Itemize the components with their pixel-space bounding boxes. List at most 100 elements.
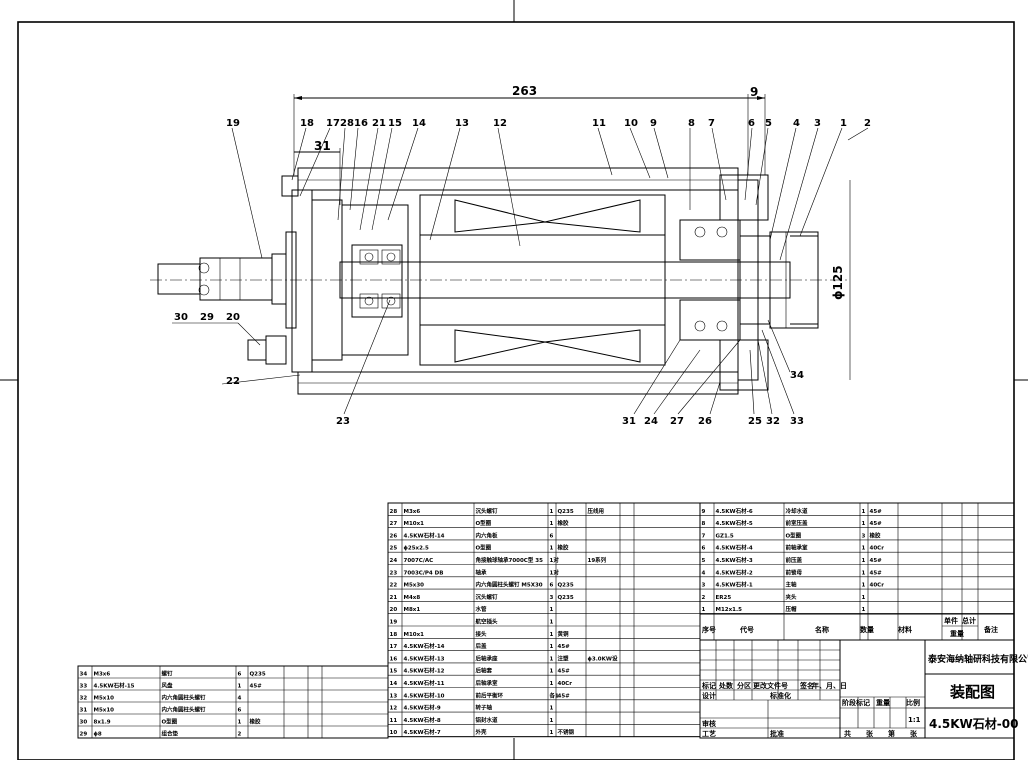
bom-mid-15-name: 后轴套 bbox=[476, 667, 493, 675]
bom-mid-24-note: 19系列 bbox=[588, 556, 607, 564]
bom-mid-21-mat: Q235 bbox=[558, 595, 574, 601]
sheet-total-unit: 张 bbox=[866, 729, 874, 738]
bom-mid-20-name: 水管 bbox=[476, 605, 488, 613]
bom-mid-23-name: 轴承 bbox=[476, 568, 488, 576]
bom-mid-24-code: 7007C/AC bbox=[404, 558, 434, 564]
bom-left-34-no: 34 bbox=[80, 672, 88, 678]
bom-far-3-no: 3 bbox=[702, 583, 706, 589]
callout-13: 13 bbox=[455, 118, 469, 129]
drawing-frame bbox=[17, 21, 1015, 760]
callout-30: 30 bbox=[174, 312, 188, 323]
callout-11: 11 bbox=[592, 118, 606, 129]
bom-mid-18-name: 接头 bbox=[476, 630, 488, 638]
bom-left-34-code: M3x6 bbox=[94, 672, 111, 678]
bom-far-4-qty: 1 bbox=[862, 570, 866, 576]
bom-mid-13-no: 13 bbox=[390, 693, 398, 699]
bom-far-2-name: 夹头 bbox=[786, 593, 798, 601]
bom-header-no: 序号 bbox=[701, 625, 716, 634]
bom-mid-22-qty: 6 bbox=[550, 583, 554, 589]
bom-mid-27-mat: 橡胶 bbox=[558, 519, 570, 527]
bom-mid-28-name: 沉头螺钉 bbox=[476, 507, 499, 515]
bom-mid-16-qty: 1 bbox=[550, 656, 554, 662]
callout-4: 4 bbox=[793, 118, 800, 129]
callout-24: 24 bbox=[644, 416, 658, 427]
callout-33: 33 bbox=[790, 416, 804, 427]
bom-mid-25-qty: 1 bbox=[550, 546, 554, 552]
bom-mid-28-code: M3x6 bbox=[404, 509, 421, 515]
bom-left-32-no: 32 bbox=[80, 696, 88, 702]
bom-mid-15-qty: 1 bbox=[550, 669, 554, 675]
rev-header-date: 年、月、日 bbox=[812, 681, 847, 690]
bom-header-note: 备注 bbox=[983, 625, 998, 634]
bom-mid-15-code: 4.5KW石材-12 bbox=[404, 667, 445, 675]
callout-14: 14 bbox=[412, 118, 426, 129]
bom-far-6-mat: 40Cr bbox=[870, 546, 885, 552]
bom-mid-11-name: 铝封水道 bbox=[476, 716, 499, 724]
bom-header-name: 名称 bbox=[815, 625, 829, 634]
callout-3: 3 bbox=[814, 118, 821, 129]
bom-left-33-name: 风盘 bbox=[162, 682, 174, 690]
bom-left-32-code: M5x10 bbox=[94, 696, 115, 702]
bom-far-6-no: 6 bbox=[702, 546, 706, 552]
callout-6: 6 bbox=[748, 118, 755, 129]
stage-mark: 阶段标记 bbox=[842, 698, 870, 707]
bom-mid-19-qty: 1 bbox=[550, 620, 554, 626]
bom-far-9-qty: 1 bbox=[862, 509, 866, 515]
bom-far-3-name: 主轴 bbox=[786, 581, 798, 589]
bom-far-6-qty: 1 bbox=[862, 546, 866, 552]
callout-2: 2 bbox=[864, 118, 871, 129]
callout-19: 19 bbox=[226, 118, 240, 129]
bom-mid-17-no: 17 bbox=[390, 644, 398, 650]
bom-left-29-qty: 2 bbox=[238, 732, 242, 738]
stage-weight: 重量 bbox=[876, 698, 890, 707]
bom-mid-17-qty: 1 bbox=[550, 644, 554, 650]
rev-header-sign: 签名 bbox=[799, 681, 814, 690]
callout-9: 9 bbox=[650, 118, 657, 129]
bom-left-32-name: 内六角圆柱头螺钉 bbox=[162, 694, 207, 702]
rev-header-mark: 标记 bbox=[701, 681, 716, 690]
bom-mid-21-qty: 3 bbox=[550, 595, 554, 601]
bom-mid-22-code: M5x30 bbox=[404, 583, 425, 589]
bom-mid-23-qty: 1对 bbox=[550, 568, 560, 576]
bom-mid-14-name: 后轴承室 bbox=[476, 679, 499, 687]
bom-mid-28-no: 28 bbox=[390, 509, 398, 515]
bom-mid-12-name: 转子轴 bbox=[476, 704, 493, 712]
bom-mid-24-no: 24 bbox=[390, 558, 398, 564]
drawing-number: 4.5KW石材-00 bbox=[929, 716, 1018, 731]
bom-far-1-name: 压帽 bbox=[786, 605, 798, 613]
bom-mid-16-name: 后轴承座 bbox=[476, 654, 499, 662]
bom-mid-25-code: ϕ25x2.5 bbox=[404, 546, 429, 552]
bom-left-29-code: ϕ8 bbox=[94, 732, 102, 738]
bom-far-6-code: 4.5KW石材-4 bbox=[716, 544, 753, 552]
rev-header-count: 处数 bbox=[718, 681, 734, 690]
bom-far-1-qty: 1 bbox=[862, 607, 866, 613]
callout-7: 7 bbox=[708, 118, 715, 129]
bom-far-4-code: 4.5KW石材-2 bbox=[716, 568, 753, 576]
row-process: 工艺 bbox=[702, 729, 716, 738]
bom-mid-10-code: 4.5KW石材-7 bbox=[404, 728, 441, 736]
bom-far-5-mat: 45# bbox=[870, 558, 883, 564]
bom-mid-26-code: 4.5KW石材-14 bbox=[404, 531, 445, 539]
bom-mid-25-no: 25 bbox=[390, 546, 398, 552]
bom-left-30-no: 30 bbox=[80, 720, 88, 726]
bom-left-29-name: 组合垫 bbox=[162, 730, 179, 738]
bom-mid-25-mat: 橡胶 bbox=[558, 544, 570, 552]
bom-mid-12-no: 12 bbox=[390, 706, 398, 712]
bom-mid-12-code: 4.5KW石材-9 bbox=[404, 704, 441, 712]
bom-far-1-no: 1 bbox=[702, 607, 706, 613]
bom-mid-14-mat: 40Cr bbox=[558, 681, 573, 687]
bom-left-33-code: 4.5KW石材-15 bbox=[94, 682, 135, 690]
bom-mid-19-name: 航空插头 bbox=[476, 618, 499, 626]
callout-10: 10 bbox=[624, 118, 638, 129]
bom-far-5-qty: 1 bbox=[862, 558, 866, 564]
bom-left-32-qty: 4 bbox=[238, 696, 242, 702]
callout-25: 25 bbox=[748, 416, 762, 427]
bom-far-2-no: 2 bbox=[702, 595, 706, 601]
bom-mid-22-no: 22 bbox=[390, 583, 398, 589]
bom-mid-16-mat: 注塑 bbox=[558, 654, 570, 662]
bom-left-33-qty: 1 bbox=[238, 684, 242, 690]
bom-mid-27-no: 27 bbox=[390, 521, 398, 527]
bom-far-8-mat: 45# bbox=[870, 521, 883, 527]
